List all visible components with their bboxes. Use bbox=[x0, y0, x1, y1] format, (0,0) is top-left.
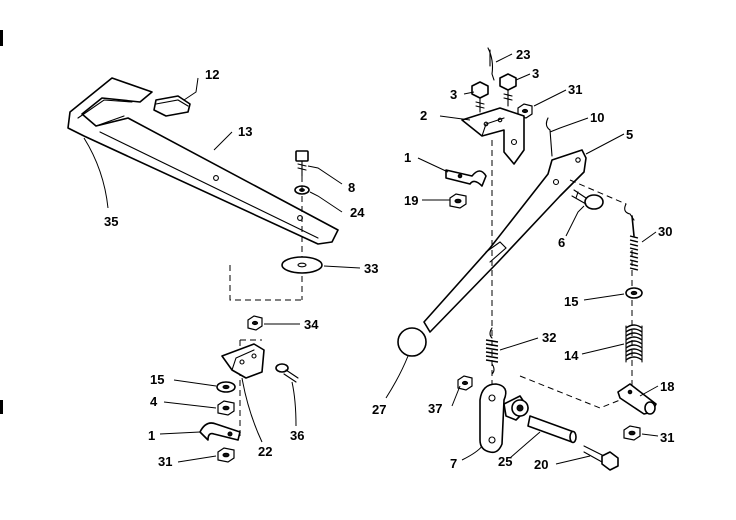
scan-edge-mark bbox=[0, 400, 3, 414]
part-15-washer-hole bbox=[222, 384, 230, 390]
part-6-bolt bbox=[571, 189, 604, 210]
part-3-bolt bbox=[471, 81, 489, 113]
callout-27: 27 bbox=[372, 402, 386, 417]
part-1-clip bbox=[199, 422, 241, 441]
callout-20: 20 bbox=[534, 457, 548, 472]
part-37-nut bbox=[457, 375, 473, 391]
callout-13: 13 bbox=[238, 124, 252, 139]
callout-23: 23 bbox=[516, 47, 530, 62]
part-7-arm bbox=[479, 383, 529, 454]
callout-32: 32 bbox=[542, 330, 556, 345]
callout-1-right: 1 bbox=[404, 150, 411, 165]
callout-2: 2 bbox=[420, 108, 427, 123]
callout-19: 19 bbox=[404, 193, 418, 208]
callout-7: 7 bbox=[450, 456, 457, 471]
part-12-grip-pad bbox=[153, 95, 191, 117]
part-4-nut bbox=[217, 400, 235, 416]
callout-37: 37 bbox=[428, 401, 442, 416]
part-31-nut bbox=[217, 447, 235, 463]
callout-18: 18 bbox=[660, 379, 674, 394]
callout-35: 35 bbox=[104, 214, 118, 229]
part-32-spring bbox=[485, 327, 499, 375]
callout-8: 8 bbox=[348, 180, 355, 195]
leader-lines bbox=[83, 53, 659, 465]
part-8-bolt bbox=[295, 150, 309, 177]
assembly-line bbox=[229, 265, 302, 301]
callout-15-right: 15 bbox=[564, 294, 578, 309]
part-27-knob bbox=[397, 327, 427, 357]
part-1-clip bbox=[445, 169, 487, 187]
part-20-bolt bbox=[583, 445, 619, 471]
part-5-shift-lever bbox=[423, 149, 587, 333]
callout-31-top: 31 bbox=[568, 82, 582, 97]
part-3-bolt bbox=[499, 73, 517, 107]
callout-1-left: 1 bbox=[148, 428, 155, 443]
callout-34: 34 bbox=[304, 317, 319, 332]
part-2-bracket bbox=[461, 107, 525, 165]
callout-5: 5 bbox=[626, 127, 633, 142]
part-10-pin bbox=[545, 117, 553, 157]
callout-31-left: 31 bbox=[158, 454, 172, 469]
callout-3-left: 3 bbox=[450, 87, 457, 102]
callout-36: 36 bbox=[290, 428, 304, 443]
part-15-washer-hole bbox=[630, 290, 638, 296]
callout-15-left: 15 bbox=[150, 372, 164, 387]
callout-labels: 12 13 35 8 24 33 34 15 4 1 31 22 36 23 3… bbox=[104, 47, 674, 472]
part-19-nut bbox=[449, 193, 467, 209]
part-25-shaft bbox=[527, 415, 577, 444]
callout-6: 6 bbox=[558, 235, 565, 250]
part-23-cotter-pin bbox=[487, 47, 495, 81]
part-34-nut bbox=[247, 315, 263, 331]
callout-31-right: 31 bbox=[660, 430, 674, 445]
part-18-pin bbox=[617, 383, 657, 415]
part-31-nut bbox=[623, 425, 641, 441]
scan-edge-mark bbox=[0, 30, 3, 46]
callout-14: 14 bbox=[564, 348, 579, 363]
callout-25: 25 bbox=[498, 454, 512, 469]
callout-24: 24 bbox=[350, 205, 365, 220]
assembly-line bbox=[519, 375, 631, 409]
part-30-rod bbox=[624, 203, 639, 271]
callout-33: 33 bbox=[364, 261, 378, 276]
callout-12: 12 bbox=[205, 67, 219, 82]
callout-3-right: 3 bbox=[532, 66, 539, 81]
part-13-lever-plate bbox=[67, 77, 339, 245]
part-33-large-washer bbox=[281, 256, 323, 274]
part-14-spring bbox=[625, 324, 643, 363]
part-36-screw bbox=[275, 363, 299, 383]
callout-10: 10 bbox=[590, 110, 604, 125]
callout-30: 30 bbox=[658, 224, 672, 239]
callout-4: 4 bbox=[150, 394, 158, 409]
callout-22: 22 bbox=[258, 444, 272, 459]
assembly-line bbox=[569, 179, 627, 205]
part-22-bracket bbox=[221, 343, 265, 379]
